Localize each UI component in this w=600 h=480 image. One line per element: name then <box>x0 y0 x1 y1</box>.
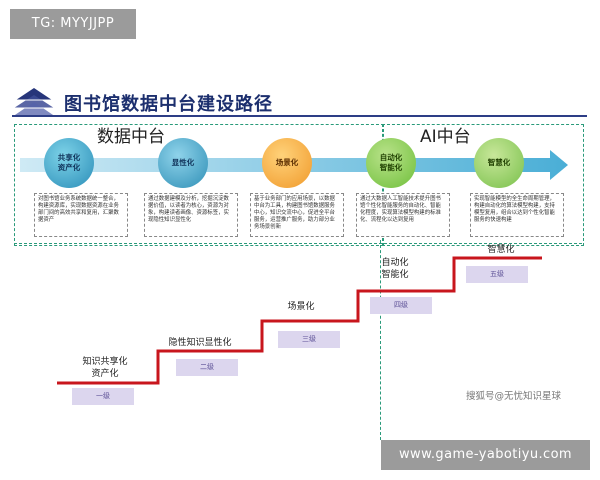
stage-circle-scenario: 场景化 <box>262 138 312 188</box>
top-tag: TG: MYYJJPP <box>10 9 136 39</box>
data-platform-label: 数据中台 <box>97 127 165 147</box>
source-watermark: 搜狐号@无忧知识星球 <box>466 391 562 402</box>
step-label-1: 知识共享化 资产化 <box>82 357 128 379</box>
level-badge-2: 二级 <box>176 359 238 376</box>
ai-frame-extension <box>380 240 383 440</box>
stage-description-automation: 通过大数据人工智能技术提升图书馆个性化智能服务的自动化、智能化程度，实现算法模型… <box>356 193 450 237</box>
step-label-2: 隐性知识显性化 <box>168 338 232 348</box>
page-title: 图书馆数据中台建设路径 <box>64 94 273 115</box>
bottom-tag: www.game-yabotiyu.com <box>381 440 590 470</box>
library-logo-icon <box>12 88 56 117</box>
level-badge-3: 三级 <box>278 331 340 348</box>
stage-circle-intelligent: 智慧化 <box>474 138 524 188</box>
stage-circle-sharing: 共享化 资产化 <box>44 138 94 188</box>
ai-platform-label: AI中台 <box>420 127 471 147</box>
step-label-3: 场景化 <box>287 302 315 312</box>
title-divider <box>12 115 587 117</box>
stage-description-sharing: 对图书馆业务系统数据统一整合，构建资源库，实现数据资源在业务部门间的高效共享和复… <box>34 193 128 237</box>
step-label-4: 自动化 智能化 <box>381 258 409 280</box>
level-badge-5: 五级 <box>466 266 528 283</box>
level-badge-1: 一级 <box>72 388 134 405</box>
level-badge-4: 四级 <box>370 297 432 314</box>
stage-description-intelligent: 实现智能模型的全生命周期管理，构建自动化的算法模型构建，支持模型复用，组合以达到… <box>470 193 564 237</box>
stage-circle-explicit: 显性化 <box>158 138 208 188</box>
stage-description-scenario: 基于业务部门的应用场景，以数据中台为工具，构建图书馆数据服务中心，知识交流中心，… <box>250 193 344 237</box>
step-label-5: 智慧化 <box>487 245 515 255</box>
frame-bottom-line <box>14 243 582 244</box>
stage-description-explicit: 通过数据建模及分析，挖掘沉淀数据价值，以读者为核心，资源为对象，构建读者画像、资… <box>144 193 238 237</box>
stage-circle-automation: 自动化 智能化 <box>366 138 416 188</box>
